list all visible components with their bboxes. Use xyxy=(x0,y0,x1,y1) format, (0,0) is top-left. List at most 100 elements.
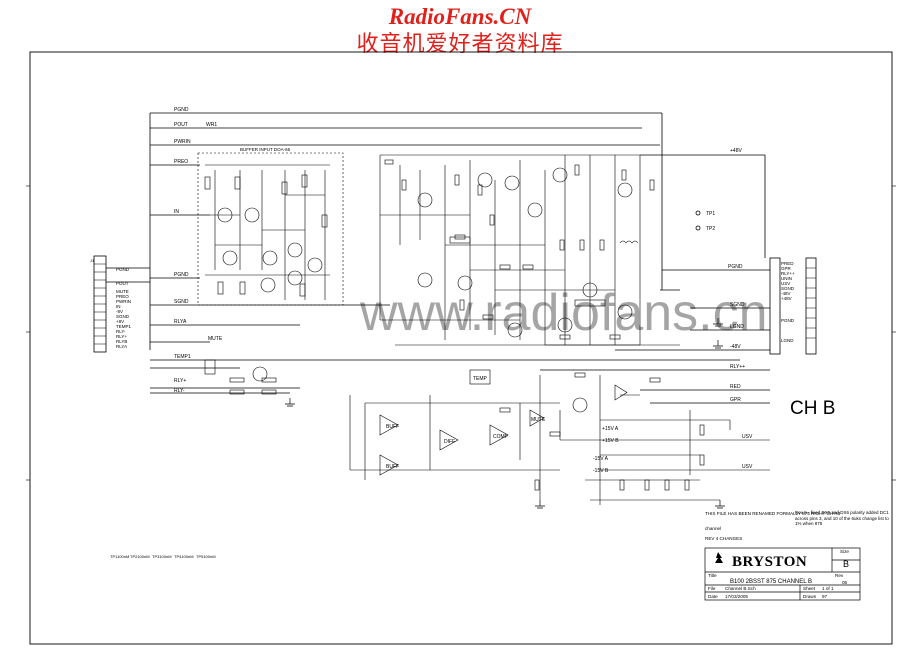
pin-label: GPR xyxy=(781,266,792,271)
file-label: File xyxy=(708,586,716,591)
right-rails xyxy=(540,154,770,404)
pin-label: TEMP1 xyxy=(116,324,132,329)
sheet-value: 1 of 1 xyxy=(822,586,834,591)
size-label: Size xyxy=(840,549,849,554)
pin-label: RLY+ xyxy=(116,334,127,339)
net-label: WR1 xyxy=(206,122,217,128)
title-label: Title xyxy=(708,573,717,578)
net-label: PGND xyxy=(174,272,189,278)
pin-label: -8V xyxy=(116,309,123,314)
brand-logo: BRYSTON xyxy=(715,552,807,570)
drawn-label: Drawn xyxy=(803,594,817,599)
date-value: 17/03/2005 xyxy=(725,594,748,599)
temp-label: TEMP xyxy=(473,376,488,382)
pin-label: PREO xyxy=(116,294,129,299)
amplifier-circuit xyxy=(379,154,680,346)
net-label: PREO xyxy=(174,159,188,165)
rev-note: Rev 5 - fixed DX5 and DX6 polarity added… xyxy=(795,510,889,526)
pin-label: RLYB xyxy=(116,339,127,344)
pin-label: SGND xyxy=(116,314,130,319)
footer-part: TP4100nM xyxy=(174,554,194,559)
frame-ticks xyxy=(26,185,896,481)
pin-label: +8V xyxy=(116,319,124,324)
test-points: TP1 TP2 xyxy=(695,210,715,232)
brand-logo-text: BRYSTON xyxy=(732,554,807,570)
watermark: www.radiofans.cn xyxy=(359,284,768,342)
rail-label: +48V xyxy=(730,148,742,154)
rail-label: GPR xyxy=(730,397,741,403)
ground-symbols xyxy=(285,318,725,509)
pin-label: RLYA xyxy=(116,344,127,349)
supply-label: +15V B xyxy=(602,438,619,444)
note-channel: channel xyxy=(705,526,721,531)
protection-circuit xyxy=(204,359,770,505)
file-value: Channel B.Sch xyxy=(725,586,756,591)
maple-leaf-icon xyxy=(715,552,723,563)
drawing-frame xyxy=(29,51,893,645)
pin-label: IN xyxy=(116,304,121,309)
connector-id: J1 xyxy=(90,258,95,263)
pin-label: PGND xyxy=(116,267,130,272)
rail-label: PGND xyxy=(728,264,743,270)
rail-label: LGND xyxy=(730,324,744,330)
supply-label: +15V A xyxy=(602,426,619,432)
pin-label: SGND xyxy=(781,286,795,291)
pin-label: POUT xyxy=(116,281,129,286)
net-label: POUT xyxy=(174,122,188,128)
pin-label: PWRIN xyxy=(116,299,131,304)
rail-label: RED xyxy=(730,384,741,390)
left-connector: J1 PGND POUT MUTE PREO PWRIN IN -8V SGND… xyxy=(90,255,132,353)
rev-note-text: Rev 5 - fixed DX5 and DX6 polarity added… xyxy=(795,510,889,526)
net-label: USV xyxy=(742,464,753,470)
net-label: PGND xyxy=(174,107,189,113)
pin-label: LGND xyxy=(781,338,794,343)
date-label: Date xyxy=(708,594,718,599)
page-header: RadioFans.CN 收音机爱好者资料库 xyxy=(0,4,920,58)
footer-part: TP5100nM xyxy=(196,554,216,559)
opamp-label: COMP xyxy=(493,434,509,440)
pin-label: PGND xyxy=(781,318,795,323)
pin-label: RLY- xyxy=(116,329,126,334)
net-label: USV xyxy=(742,434,753,440)
pin-label: UNIN xyxy=(781,276,792,281)
pin-label: -48V xyxy=(781,291,791,296)
pin-label: RLY++ xyxy=(781,271,795,276)
supply-label: -15V A xyxy=(593,456,609,462)
net-label: SGND xyxy=(174,299,189,305)
opamp-label: MUTE xyxy=(531,417,546,423)
net-label: RLY+ xyxy=(174,378,186,384)
site-subtitle: 收音机爱好者资料库 xyxy=(356,32,564,57)
opamp-label: BUFF xyxy=(386,424,399,430)
site-name: RadioFans.CN xyxy=(388,4,532,29)
rev-value: 05 xyxy=(842,580,848,585)
net-label: RLYA xyxy=(174,319,187,325)
note-rev4: REV 4 CHANGES xyxy=(705,536,742,541)
pin-label: PRED xyxy=(781,261,794,266)
channel-label: CH B xyxy=(790,398,835,419)
net-label: PWRIN xyxy=(174,139,191,145)
rail-label: SGND xyxy=(730,302,745,308)
footer-part: TP3100nM xyxy=(152,554,172,559)
right-connector: PRED GPR RLY++ UNIN USV SGND -48V +48V P… xyxy=(769,257,817,355)
drawing-title: B100 2BSST 875 CHANNEL B xyxy=(730,579,812,585)
net-label: TEMP1 xyxy=(174,354,191,360)
tp1-label: TP1 xyxy=(706,211,715,217)
net-label: IN xyxy=(174,209,179,215)
rail-label: -48V xyxy=(730,344,741,350)
opamp-label: BUFF xyxy=(386,464,399,470)
sheet-label: Sheet xyxy=(803,586,816,591)
rail-label: RLY++ xyxy=(730,364,745,370)
note-renamed: THIS FILE HAS BEEN RENAMED FORMALLY 875 … xyxy=(705,511,841,516)
opamp-label: DIFF xyxy=(444,439,455,445)
rev-label: Rev xyxy=(835,573,844,578)
supply-label: -15V B xyxy=(593,468,609,474)
buffer-input-block xyxy=(197,152,344,306)
net-label: MUTE xyxy=(208,336,223,342)
pin-label: +48V xyxy=(781,296,792,301)
size-value: B xyxy=(843,559,849,569)
tp2-label: TP2 xyxy=(706,226,715,232)
pin-label: MUTE xyxy=(116,289,129,294)
title-block xyxy=(704,547,861,601)
footer-part: TP2100nM xyxy=(130,554,150,559)
